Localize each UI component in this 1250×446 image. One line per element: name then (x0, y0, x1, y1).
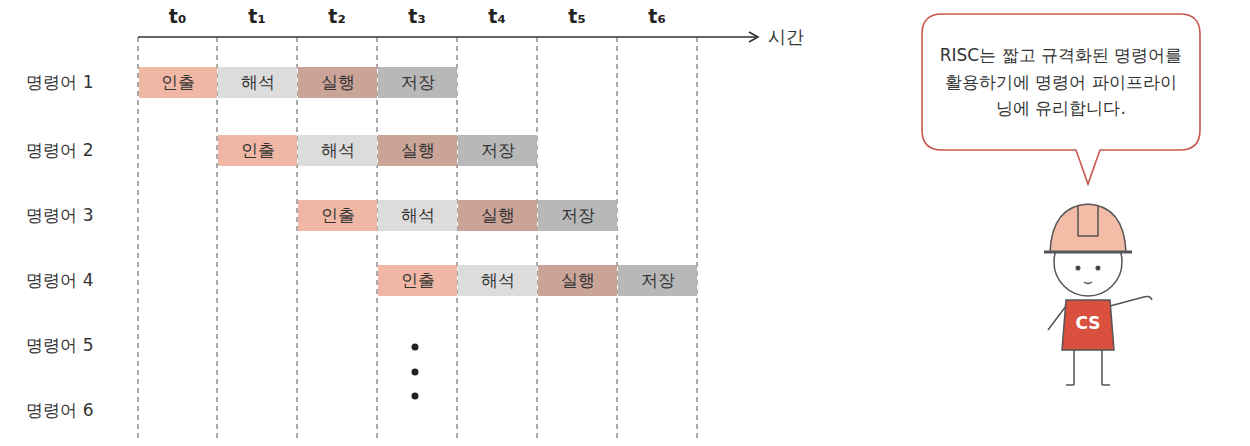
stage-label: 실행 (401, 139, 435, 162)
speech-text: RISC는 짧고 규격화된 명령어를 활용하기에 명령어 파이프라이닝에 유리합… (938, 42, 1184, 121)
speech-bubble (922, 14, 1200, 184)
instruction-label: 명령어 5 (26, 336, 93, 355)
time-step-label: t₀ (169, 6, 186, 27)
time-step-label: t₁ (248, 6, 265, 27)
shirt-logo: CS (1075, 314, 1100, 333)
store-stage: 저장 (618, 265, 697, 296)
instruction-label: 명령어 1 (26, 73, 93, 92)
speech-text-box: RISC는 짧고 규격화된 명령어를 활용하기에 명령어 파이프라이닝에 유리합… (930, 20, 1192, 144)
stage-label: 인출 (161, 71, 195, 94)
stage-label: 해석 (401, 204, 435, 227)
time-step-label: t₆ (648, 6, 665, 27)
stage-label: 저장 (481, 139, 515, 162)
execute-stage: 실행 (378, 135, 457, 166)
fetch-stage: 인출 (298, 200, 377, 231)
execute-stage: 실행 (298, 67, 377, 98)
axis-label: 시간 (768, 27, 804, 47)
fetch-stage: 인출 (378, 265, 457, 296)
time-axis (138, 36, 758, 38)
stage-label: 해석 (321, 139, 355, 162)
stage-label: 인출 (241, 139, 275, 162)
stage-label: 저장 (401, 71, 435, 94)
stage-label: 해석 (241, 71, 275, 94)
instruction-label: 명령어 6 (26, 401, 93, 420)
store-stage: 저장 (538, 200, 617, 231)
time-step-label: t₄ (488, 6, 505, 27)
worker-character (1044, 204, 1152, 385)
execute-stage: 실행 (538, 265, 617, 296)
store-stage: 저장 (378, 67, 457, 98)
stage-label: 저장 (561, 204, 595, 227)
continuation-dots (412, 344, 419, 400)
store-stage: 저장 (458, 135, 537, 166)
stage-label: 실행 (321, 71, 355, 94)
instruction-label: 명령어 4 (26, 271, 93, 290)
stage-label: 인출 (401, 269, 435, 292)
decode-stage: 해석 (378, 200, 457, 231)
instruction-label: 명령어 2 (26, 141, 93, 160)
fetch-stage: 인출 (139, 67, 217, 98)
decode-stage: 해석 (458, 265, 537, 296)
stage-label: 실행 (561, 269, 595, 292)
instruction-label: 명령어 3 (26, 206, 93, 225)
stage-label: 저장 (641, 269, 675, 292)
stage-label: 해석 (481, 269, 515, 292)
stage-label: 인출 (321, 204, 355, 227)
time-step-label: t₃ (408, 6, 425, 27)
decode-stage: 해석 (298, 135, 377, 166)
time-step-label: t₅ (568, 6, 585, 27)
fetch-stage: 인출 (218, 135, 297, 166)
execute-stage: 실행 (458, 200, 537, 231)
stage-label: 실행 (481, 204, 515, 227)
time-gridline (138, 37, 697, 440)
time-step-label: t₂ (328, 6, 345, 27)
decode-stage: 해석 (218, 67, 297, 98)
